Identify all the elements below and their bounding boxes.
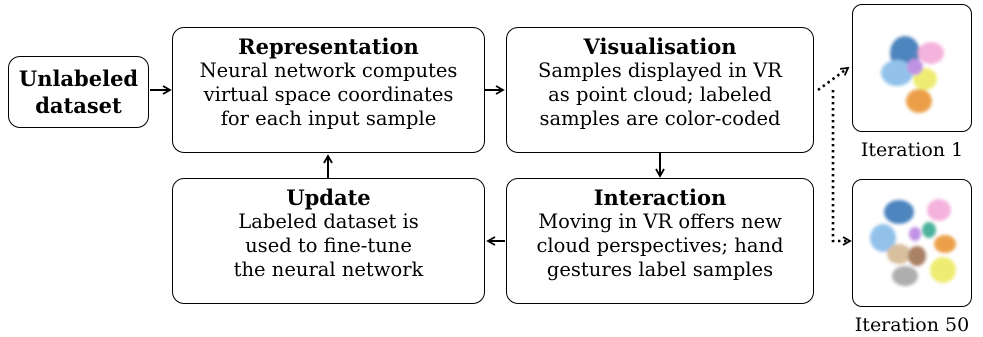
- representation-line-1: Neural network computes: [199, 59, 458, 82]
- start-line-2: dataset: [35, 93, 122, 118]
- visualisation-line-1: Samples displayed in VR: [537, 59, 782, 82]
- point-cluster: [884, 200, 914, 224]
- dotted-arrow-to-iteration-50: [831, 90, 852, 246]
- representation-box: Representation Neural network computes v…: [172, 27, 485, 153]
- point-cluster: [930, 257, 956, 283]
- interaction-box: Interaction Moving in VR offers new clou…: [506, 178, 814, 304]
- update-line-1: Labeled dataset is: [238, 210, 419, 233]
- visualisation-line-3: samples are color-coded: [539, 107, 781, 130]
- point-cluster: [908, 246, 926, 266]
- unlabeled-dataset-box: Unlabeled dataset: [8, 56, 149, 128]
- interaction-title: Interaction: [593, 185, 727, 210]
- representation-title: Representation: [238, 34, 419, 59]
- point-cluster: [887, 244, 911, 264]
- point-cluster: [881, 60, 913, 86]
- iteration-1-point-cloud: [881, 36, 944, 113]
- update-line-2: used to fine-tune: [245, 234, 412, 257]
- interaction-line-3: gestures label samples: [546, 258, 774, 281]
- point-cluster: [906, 89, 932, 113]
- representation-line-3: for each input sample: [220, 107, 437, 130]
- point-cluster: [892, 266, 918, 286]
- point-cluster: [934, 235, 956, 253]
- update-title: Update: [286, 185, 371, 210]
- representation-line-2: virtual space coordinates: [203, 83, 454, 106]
- update-box: Update Labeled dataset is used to fine-t…: [172, 178, 485, 304]
- interaction-line-1: Moving in VR offers new: [538, 210, 782, 233]
- point-cluster: [870, 224, 896, 252]
- interaction-line-2: cloud perspectives; hand: [536, 234, 784, 257]
- iteration-50-point-cloud: [870, 199, 956, 286]
- point-cluster: [907, 59, 923, 75]
- point-cluster: [927, 199, 951, 221]
- point-cluster: [909, 227, 921, 241]
- iteration-50-caption: Iteration 50: [854, 314, 970, 336]
- dotted-arrow-to-iteration-1: [817, 66, 850, 92]
- visualisation-title: Visualisation: [583, 34, 737, 59]
- start-line-1: Unlabeled: [18, 66, 139, 91]
- iteration-50-thumbnail: [852, 179, 972, 307]
- point-cluster: [918, 42, 944, 64]
- iteration-1-thumbnail: [852, 4, 972, 132]
- update-line-3: the neural network: [233, 258, 424, 281]
- visualisation-line-2: as point cloud; labeled: [548, 83, 772, 106]
- iteration-1-caption: Iteration 1: [860, 139, 964, 161]
- point-cluster: [922, 222, 936, 238]
- visualisation-box: Visualisation Samples displayed in VR as…: [506, 27, 814, 153]
